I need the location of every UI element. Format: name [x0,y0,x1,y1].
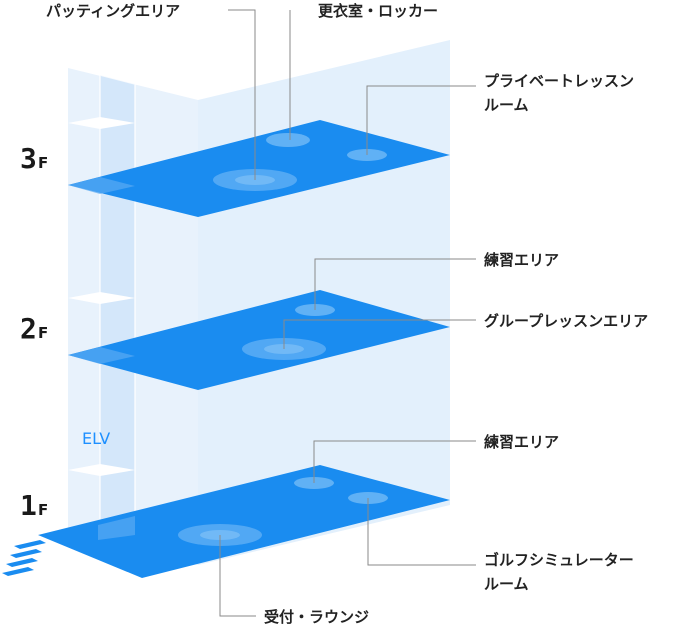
leader-private-lesson [366,85,476,155]
label-locker-room: 更衣室・ロッカー [318,2,438,20]
svg-text:F: F [38,501,48,519]
elevator-cap-3f [68,117,135,129]
label-practice-1f: 練習エリア [484,433,559,451]
spot-locker [266,133,310,147]
leader-putting [228,9,256,180]
leader-group-lesson [283,319,476,349]
label-golf-sim-1: ゴルフシミュレーター [484,551,634,569]
elevator-label: ELV [82,429,110,448]
svg-text:F: F [38,154,48,172]
label-group-lesson: グループレッスンエリア [484,312,648,330]
floor-label-2f: 2 F [20,312,48,345]
label-putting-area: パッティングエリア [46,2,180,20]
floor-plate-2f [68,290,450,390]
label-reception-lounge: 受付・ラウンジ [264,608,369,626]
leader-reception [219,535,256,617]
svg-text:1: 1 [20,489,37,522]
floor-plate-3f [68,120,450,217]
svg-text:2: 2 [20,312,37,345]
elevator-cap-1f [68,464,135,476]
label-private-lesson-1: プライベートレッスン [484,72,634,90]
svg-text:3: 3 [20,142,37,175]
leader-golf-sim [367,498,476,566]
svg-text:F: F [38,324,48,342]
elevator-cap-2f [68,292,135,304]
floor-label-1f: 1 F [20,489,48,522]
leader-practice-2f [314,258,476,310]
leader-practice-1f [313,440,476,483]
entrance-stairs-icon [2,540,46,576]
floor-plate-1f [38,465,450,578]
label-private-lesson-2: ルーム [484,96,529,114]
label-practice-2f: 練習エリア [484,251,559,269]
label-golf-sim-2: ルーム [484,575,529,593]
floor-label-3f: 3 F [20,142,48,175]
